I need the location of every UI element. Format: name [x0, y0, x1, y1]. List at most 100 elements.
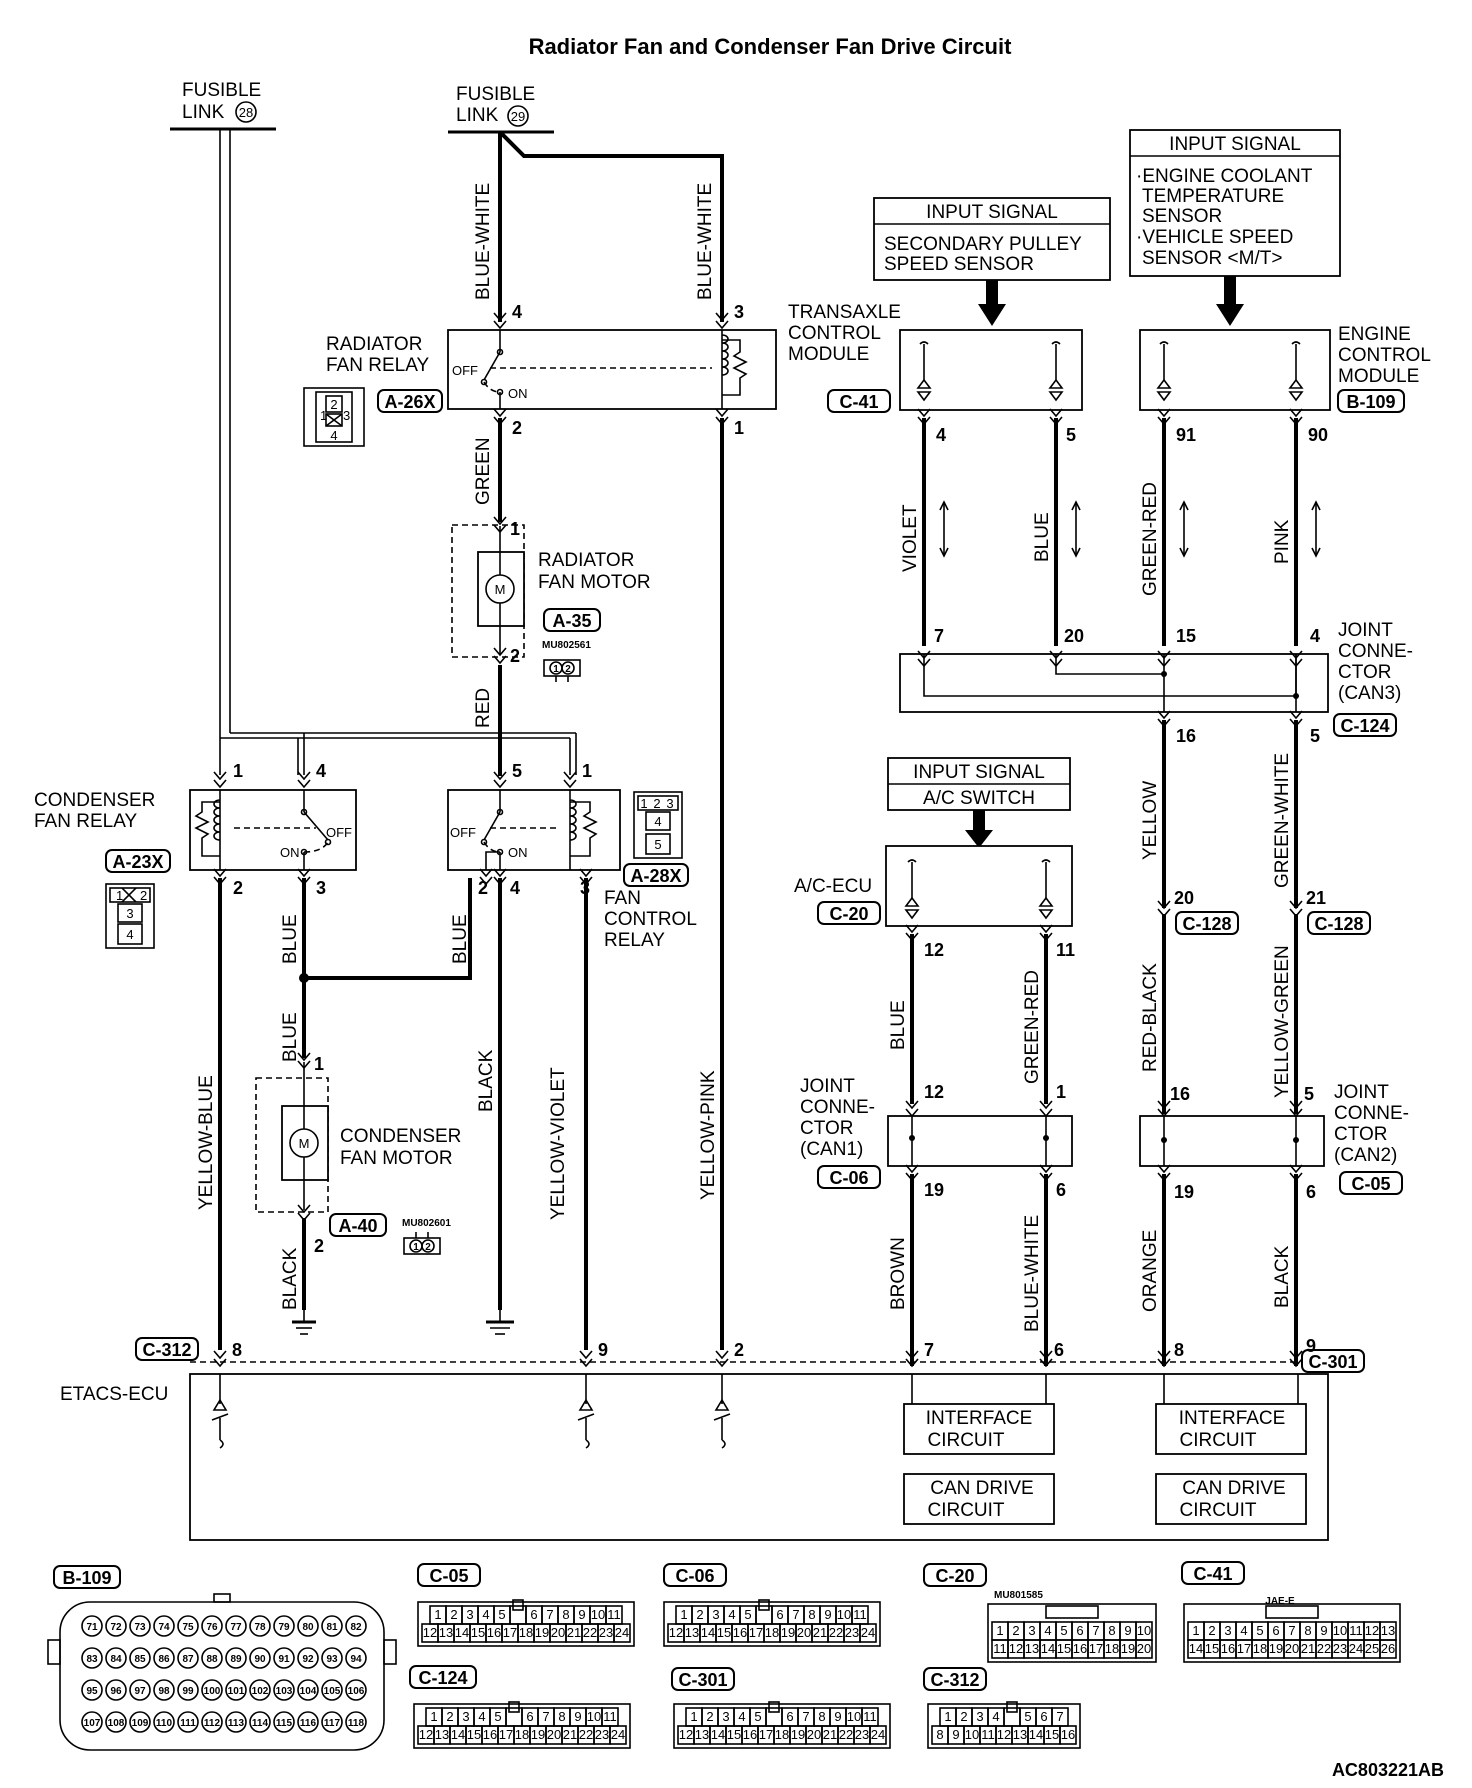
radiator-fan-relay: RADIATOR FAN RELAY A-26X OFF ON	[326, 329, 777, 413]
c124-grid-pin-label: 4	[478, 1709, 485, 1724]
ecm-line3: MODULE	[1338, 366, 1419, 387]
wire-blue-white-1: BLUE-WHITE	[473, 183, 494, 300]
fcr-pin1: 1	[582, 761, 592, 781]
b109-pin	[129, 1615, 151, 1637]
c128-tag-1	[1175, 911, 1239, 935]
a26x-p4: 4	[330, 428, 337, 443]
j-pin20: 20	[1064, 626, 1084, 646]
a28x-p2: 2	[653, 796, 660, 811]
tcm-pin5: 5	[1066, 425, 1076, 445]
fan-control-relay: FAN CONTROL RELAY A-28X OFF ON	[447, 789, 697, 951]
c128-tag-2	[1307, 911, 1371, 935]
fcr-on: ON	[508, 845, 528, 860]
c05-view-label: C-05	[429, 1566, 468, 1586]
fusible-link-29-badge	[507, 105, 529, 127]
can3-line4: (CAN3)	[1338, 683, 1401, 704]
c05-grid-pin-label: 11	[607, 1607, 621, 1622]
wire-green-white: GREEN-WHITE	[1272, 753, 1293, 888]
rfr-pin2: 2	[512, 418, 522, 438]
a28x-p4: 4	[654, 814, 661, 829]
b109-pin	[177, 1679, 199, 1701]
rfr-off: OFF	[452, 363, 478, 378]
fusible-link-28: FUSIBLE LINK 28	[170, 80, 276, 131]
b109-pin-label: 90	[254, 1654, 266, 1665]
b109-pin-label: 71	[86, 1622, 98, 1633]
b109-pin-label: 112	[204, 1718, 221, 1729]
b109-pin-label: 95	[86, 1686, 98, 1697]
c301-grid-pin-label: 8	[818, 1709, 825, 1724]
c06-grid-pin-label: 23	[845, 1625, 859, 1640]
ecm-pin91: 91	[1176, 425, 1196, 445]
b109-pin-label: 74	[158, 1622, 170, 1633]
a26x-label: A-26X	[384, 392, 435, 412]
etacs-pin6: 6	[1054, 1340, 1064, 1360]
c301-grid-pin-label: 17	[759, 1727, 773, 1742]
cfr-on: ON	[280, 845, 300, 860]
b109-pin-label: 116	[300, 1718, 317, 1729]
c05-tag	[1339, 1171, 1403, 1195]
rfm-mini-p1: 1	[553, 664, 559, 675]
b109-pin	[249, 1615, 271, 1637]
c06-grid-pin-label: 1	[680, 1607, 687, 1622]
c05-grid-pin-label: 1	[434, 1607, 441, 1622]
can-drive-circuit-1: CAN DRIVE CIRCUIT	[903, 1473, 1055, 1525]
can1-pin1: 1	[1056, 1082, 1066, 1102]
c20-grid-pin-label: 13	[1025, 1641, 1039, 1656]
b109-pin	[321, 1679, 343, 1701]
can-drive-2-line1: CAN DRIVE	[1182, 1478, 1285, 1499]
ecm-input-line2: TEMPERATURE	[1142, 186, 1284, 207]
c41-grid-pin-label: 13	[1381, 1623, 1395, 1638]
c124-grid-cell	[609, 1725, 627, 1745]
wire-blue-white-2: BLUE-WHITE	[695, 183, 716, 300]
c20-view-part: MU801585	[994, 1590, 1043, 1601]
c301-grid-pin-label: 9	[834, 1709, 841, 1724]
interface-2-line2: CIRCUIT	[1179, 1430, 1256, 1451]
wire-blue-e: BLUE	[888, 1000, 909, 1050]
a28x-mini-connector: 1 2 3 4 5	[633, 791, 683, 859]
b109-pin	[177, 1615, 199, 1637]
cfr-off: OFF	[326, 825, 352, 840]
tcm-pin4: 4	[936, 425, 946, 445]
wire-blue-d: BLUE	[1032, 512, 1053, 562]
rfm-line1: RADIATOR	[538, 550, 634, 571]
c301-grid-pin-label: 13	[695, 1727, 709, 1742]
can1-line3: CTOR	[800, 1118, 853, 1139]
c06-view-label: C-06	[675, 1566, 714, 1586]
c06-grid-pin-label: 22	[829, 1625, 843, 1640]
b109-pin	[345, 1711, 367, 1733]
j-pin15: 15	[1176, 626, 1196, 646]
b109-pin-label: 118	[348, 1718, 365, 1729]
c06-grid-cell	[859, 1623, 877, 1643]
c05-grid-pin-label: 14	[455, 1625, 469, 1640]
c301-grid-pin-label: 24	[871, 1727, 885, 1742]
etacs-ecu: ETACS-ECU C-312 C-301	[60, 1337, 1365, 1541]
c41-grid-pin-label: 26	[1381, 1641, 1395, 1656]
c05-grid-pin-label: 20	[551, 1625, 565, 1640]
a26x-p2: 2	[330, 397, 337, 412]
c05-label: C-05	[1351, 1174, 1390, 1194]
b109-pin	[225, 1647, 247, 1669]
rfr-on: ON	[508, 386, 528, 401]
can-wires-ac	[910, 934, 1048, 1104]
c05-view-tag	[417, 1563, 481, 1587]
b109-pin	[105, 1711, 127, 1733]
b109-pin-label: 107	[84, 1718, 101, 1729]
b109-view-label: B-109	[62, 1568, 111, 1588]
ecm-line2: CONTROL	[1338, 345, 1431, 366]
b109-pin	[297, 1647, 319, 1669]
c05-grid-pin-label: 18	[519, 1625, 533, 1640]
c06-grid-pin-label: 24	[861, 1625, 875, 1640]
c312-grid-pin-label: 11	[981, 1727, 995, 1742]
c41-grid-pin-label: 23	[1333, 1641, 1347, 1656]
c05-grid-pin-label: 23	[599, 1625, 613, 1640]
b109-pin	[345, 1615, 367, 1637]
c301-tag	[1301, 1349, 1365, 1373]
b109-pin	[273, 1647, 295, 1669]
c20-grid-pin-label: 5	[1060, 1623, 1067, 1638]
b109-pin	[153, 1679, 175, 1701]
c312-grid-pin-label: 5	[1024, 1709, 1031, 1724]
b109-pin-label: 73	[134, 1622, 146, 1633]
fcr-pin2: 2	[478, 878, 488, 898]
